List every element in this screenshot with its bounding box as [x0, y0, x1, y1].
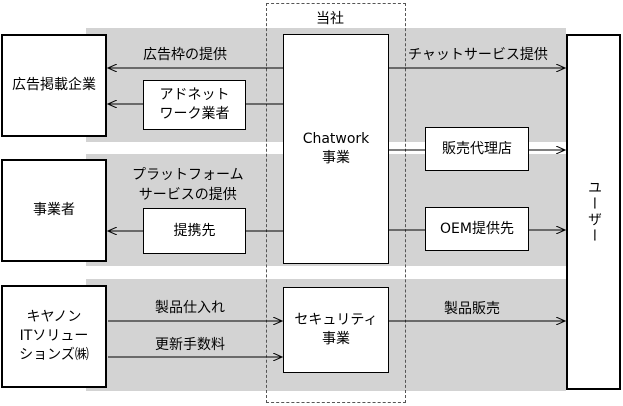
businesses-box: 事業者 [1, 159, 107, 262]
ad-network-label: アドネット ワーク業者 [159, 87, 230, 122]
businesses-label: 事業者 [33, 202, 75, 219]
users-box: ユーザー [566, 34, 621, 390]
security-label: セキュリティ 事業 [294, 312, 378, 347]
canon-label: キヤノン ITソリュー ションズ㈱ [19, 309, 89, 363]
partners-label: 提携先 [173, 222, 216, 239]
users-label: ユーザー [585, 180, 602, 244]
flow-product-sales: 製品販売 [444, 301, 500, 317]
flow-chat-service: チャットサービス提供 [408, 47, 548, 63]
resellers-label: 販売代理店 [442, 140, 512, 157]
ad-companies-label: 広告掲載企業 [12, 77, 96, 94]
ad-companies-box: 広告掲載企業 [1, 34, 107, 137]
flow-renewal-fee: 更新手数料 [155, 337, 225, 353]
company-region [266, 3, 406, 403]
flow-product-purchase: 製品仕入れ [155, 300, 225, 316]
company-label: 当社 [316, 11, 344, 27]
security-box: セキュリティ 事業 [283, 287, 389, 373]
ad-network-box: アドネット ワーク業者 [143, 80, 246, 130]
partners-box: 提携先 [143, 208, 246, 254]
chatwork-label: Chatwork 事業 [302, 131, 370, 166]
canon-box: キヤノン ITソリュー ションズ㈱ [1, 285, 107, 388]
flow-platform-service: プラットフォーム サービスの提供 [132, 167, 244, 204]
resellers-box: 販売代理店 [425, 127, 529, 171]
oem-box: OEM提供先 [425, 207, 529, 251]
flow-ad-slot: 広告枠の提供 [143, 47, 227, 63]
chatwork-box: Chatwork 事業 [283, 34, 389, 264]
oem-label: OEM提供先 [440, 220, 514, 237]
